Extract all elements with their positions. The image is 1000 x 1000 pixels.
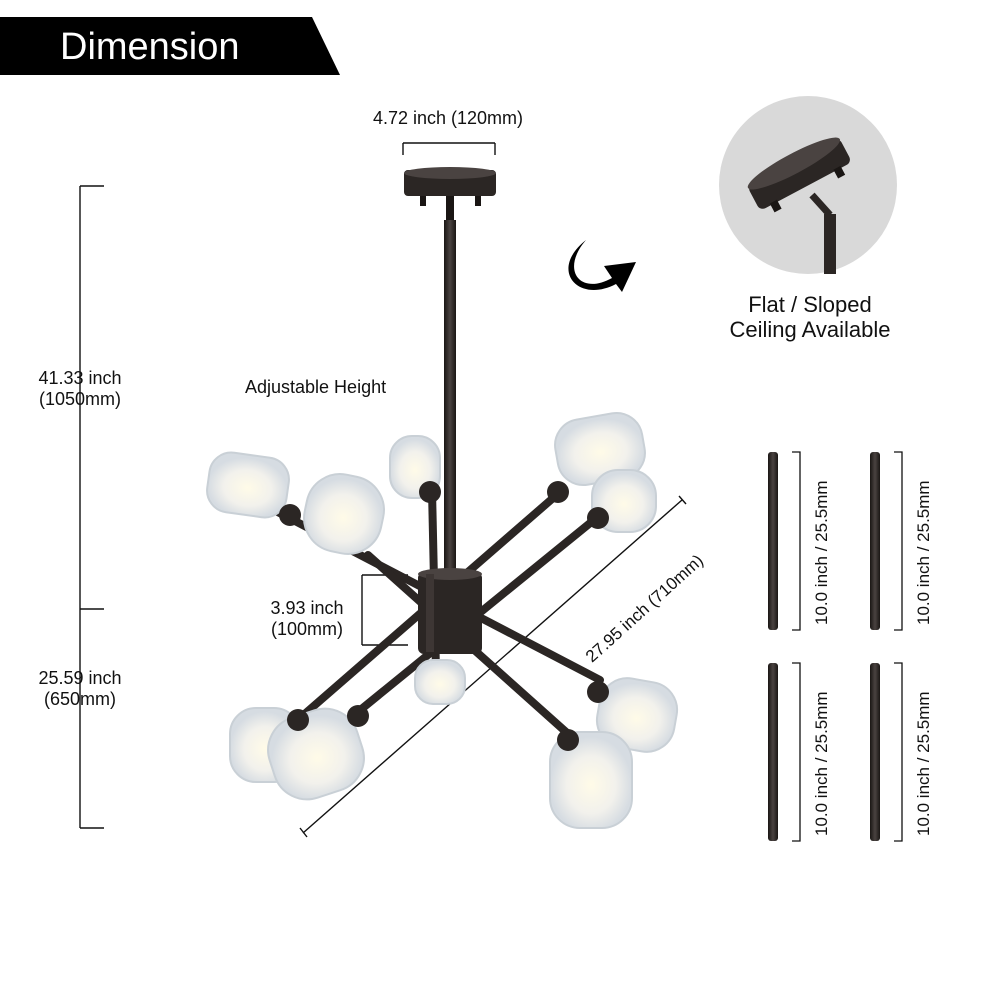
extension-rods (768, 452, 880, 841)
ceiling-canopy (404, 167, 496, 220)
bulb-sockets (279, 481, 609, 751)
body-height-mm-label: (100mm) (270, 619, 343, 639)
min-height-mm-label: (650mm) (43, 689, 116, 709)
rod-length-label: 10.0 inch / 25.5mm (812, 691, 831, 836)
canopy-width-bracket (402, 142, 496, 155)
rod-brackets (792, 451, 903, 842)
height-dimension-line (79, 185, 104, 829)
page-title: Dimension (60, 26, 240, 68)
rod-length-label: 10.0 inch / 25.5mm (812, 480, 831, 625)
center-body (418, 568, 482, 654)
total-height-mm-label: (1050mm) (38, 389, 122, 409)
down-rod (444, 220, 456, 575)
rod-length-label: 10.0 inch / 25.5mm (914, 691, 933, 836)
rod-length-label: 10.0 inch / 25.5mm (914, 480, 933, 625)
body-height-inch-label: 3.93 inch (270, 598, 344, 618)
ceiling-line1-label: Flat / Sloped (748, 292, 872, 317)
curved-arrow-icon (568, 240, 636, 292)
ceiling-detail-circle (719, 96, 897, 274)
canopy-width-label: 4.72 inch (120mm) (372, 108, 524, 128)
title-banner (0, 17, 340, 75)
min-height-inch-label: 25.59 inch (38, 668, 122, 688)
total-height-inch-label: 41.33 inch (38, 368, 122, 388)
adjustable-height-label: Adjustable Height (245, 377, 387, 397)
ceiling-line2-label: Ceiling Available (729, 317, 891, 342)
